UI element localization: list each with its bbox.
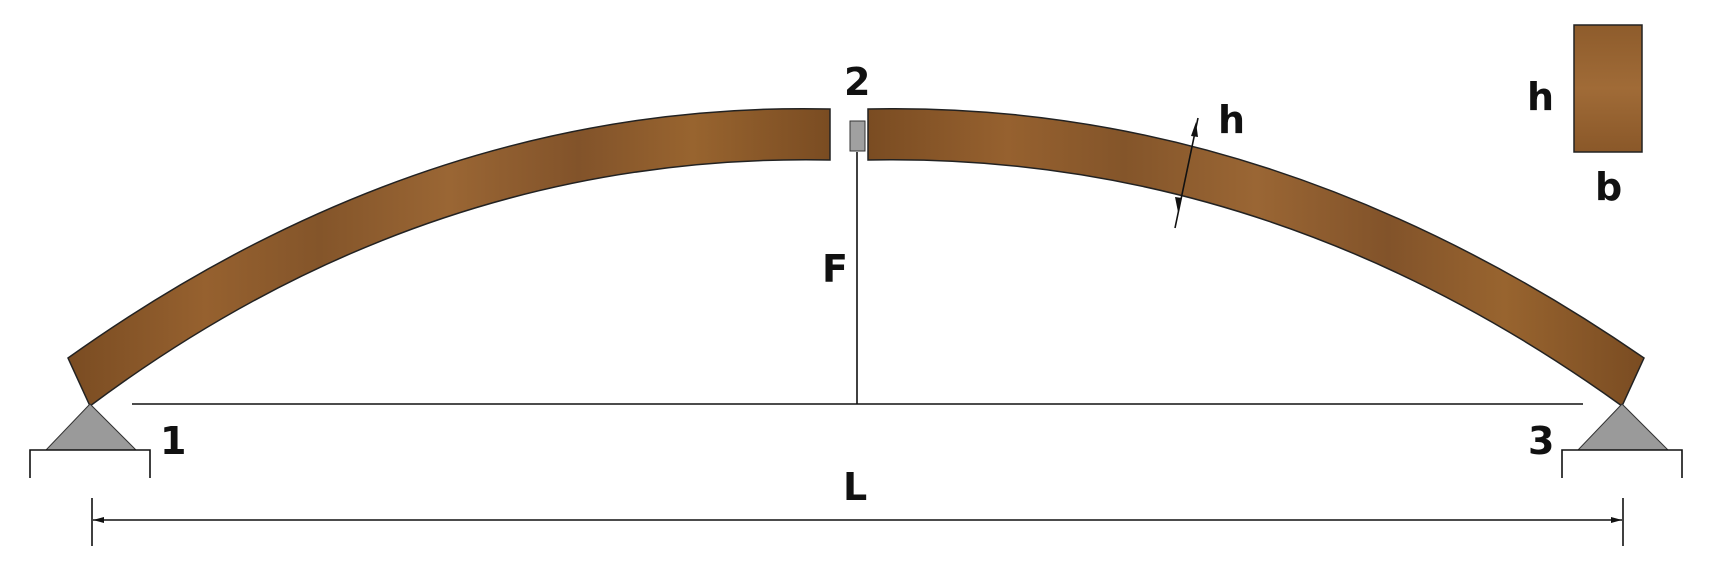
rise-label: F (822, 247, 848, 291)
right-pin-support (1561, 403, 1683, 478)
node-1-label: 1 (160, 419, 186, 463)
node-3-label: 3 (1528, 419, 1554, 463)
span-dimension (91, 498, 1624, 546)
span-label: L (843, 465, 867, 509)
arch-left-segment (67, 107, 831, 408)
node-2-label: 2 (844, 60, 870, 104)
thickness-dimension (1174, 117, 1199, 229)
section-height-label: h (1527, 75, 1554, 119)
arch-right-segment (867, 107, 1645, 408)
section-width-label: b (1595, 165, 1622, 209)
cross-section (1573, 24, 1643, 153)
thickness-label: h (1218, 98, 1245, 142)
left-pin-support (29, 403, 151, 478)
crown-hinge (849, 120, 866, 152)
